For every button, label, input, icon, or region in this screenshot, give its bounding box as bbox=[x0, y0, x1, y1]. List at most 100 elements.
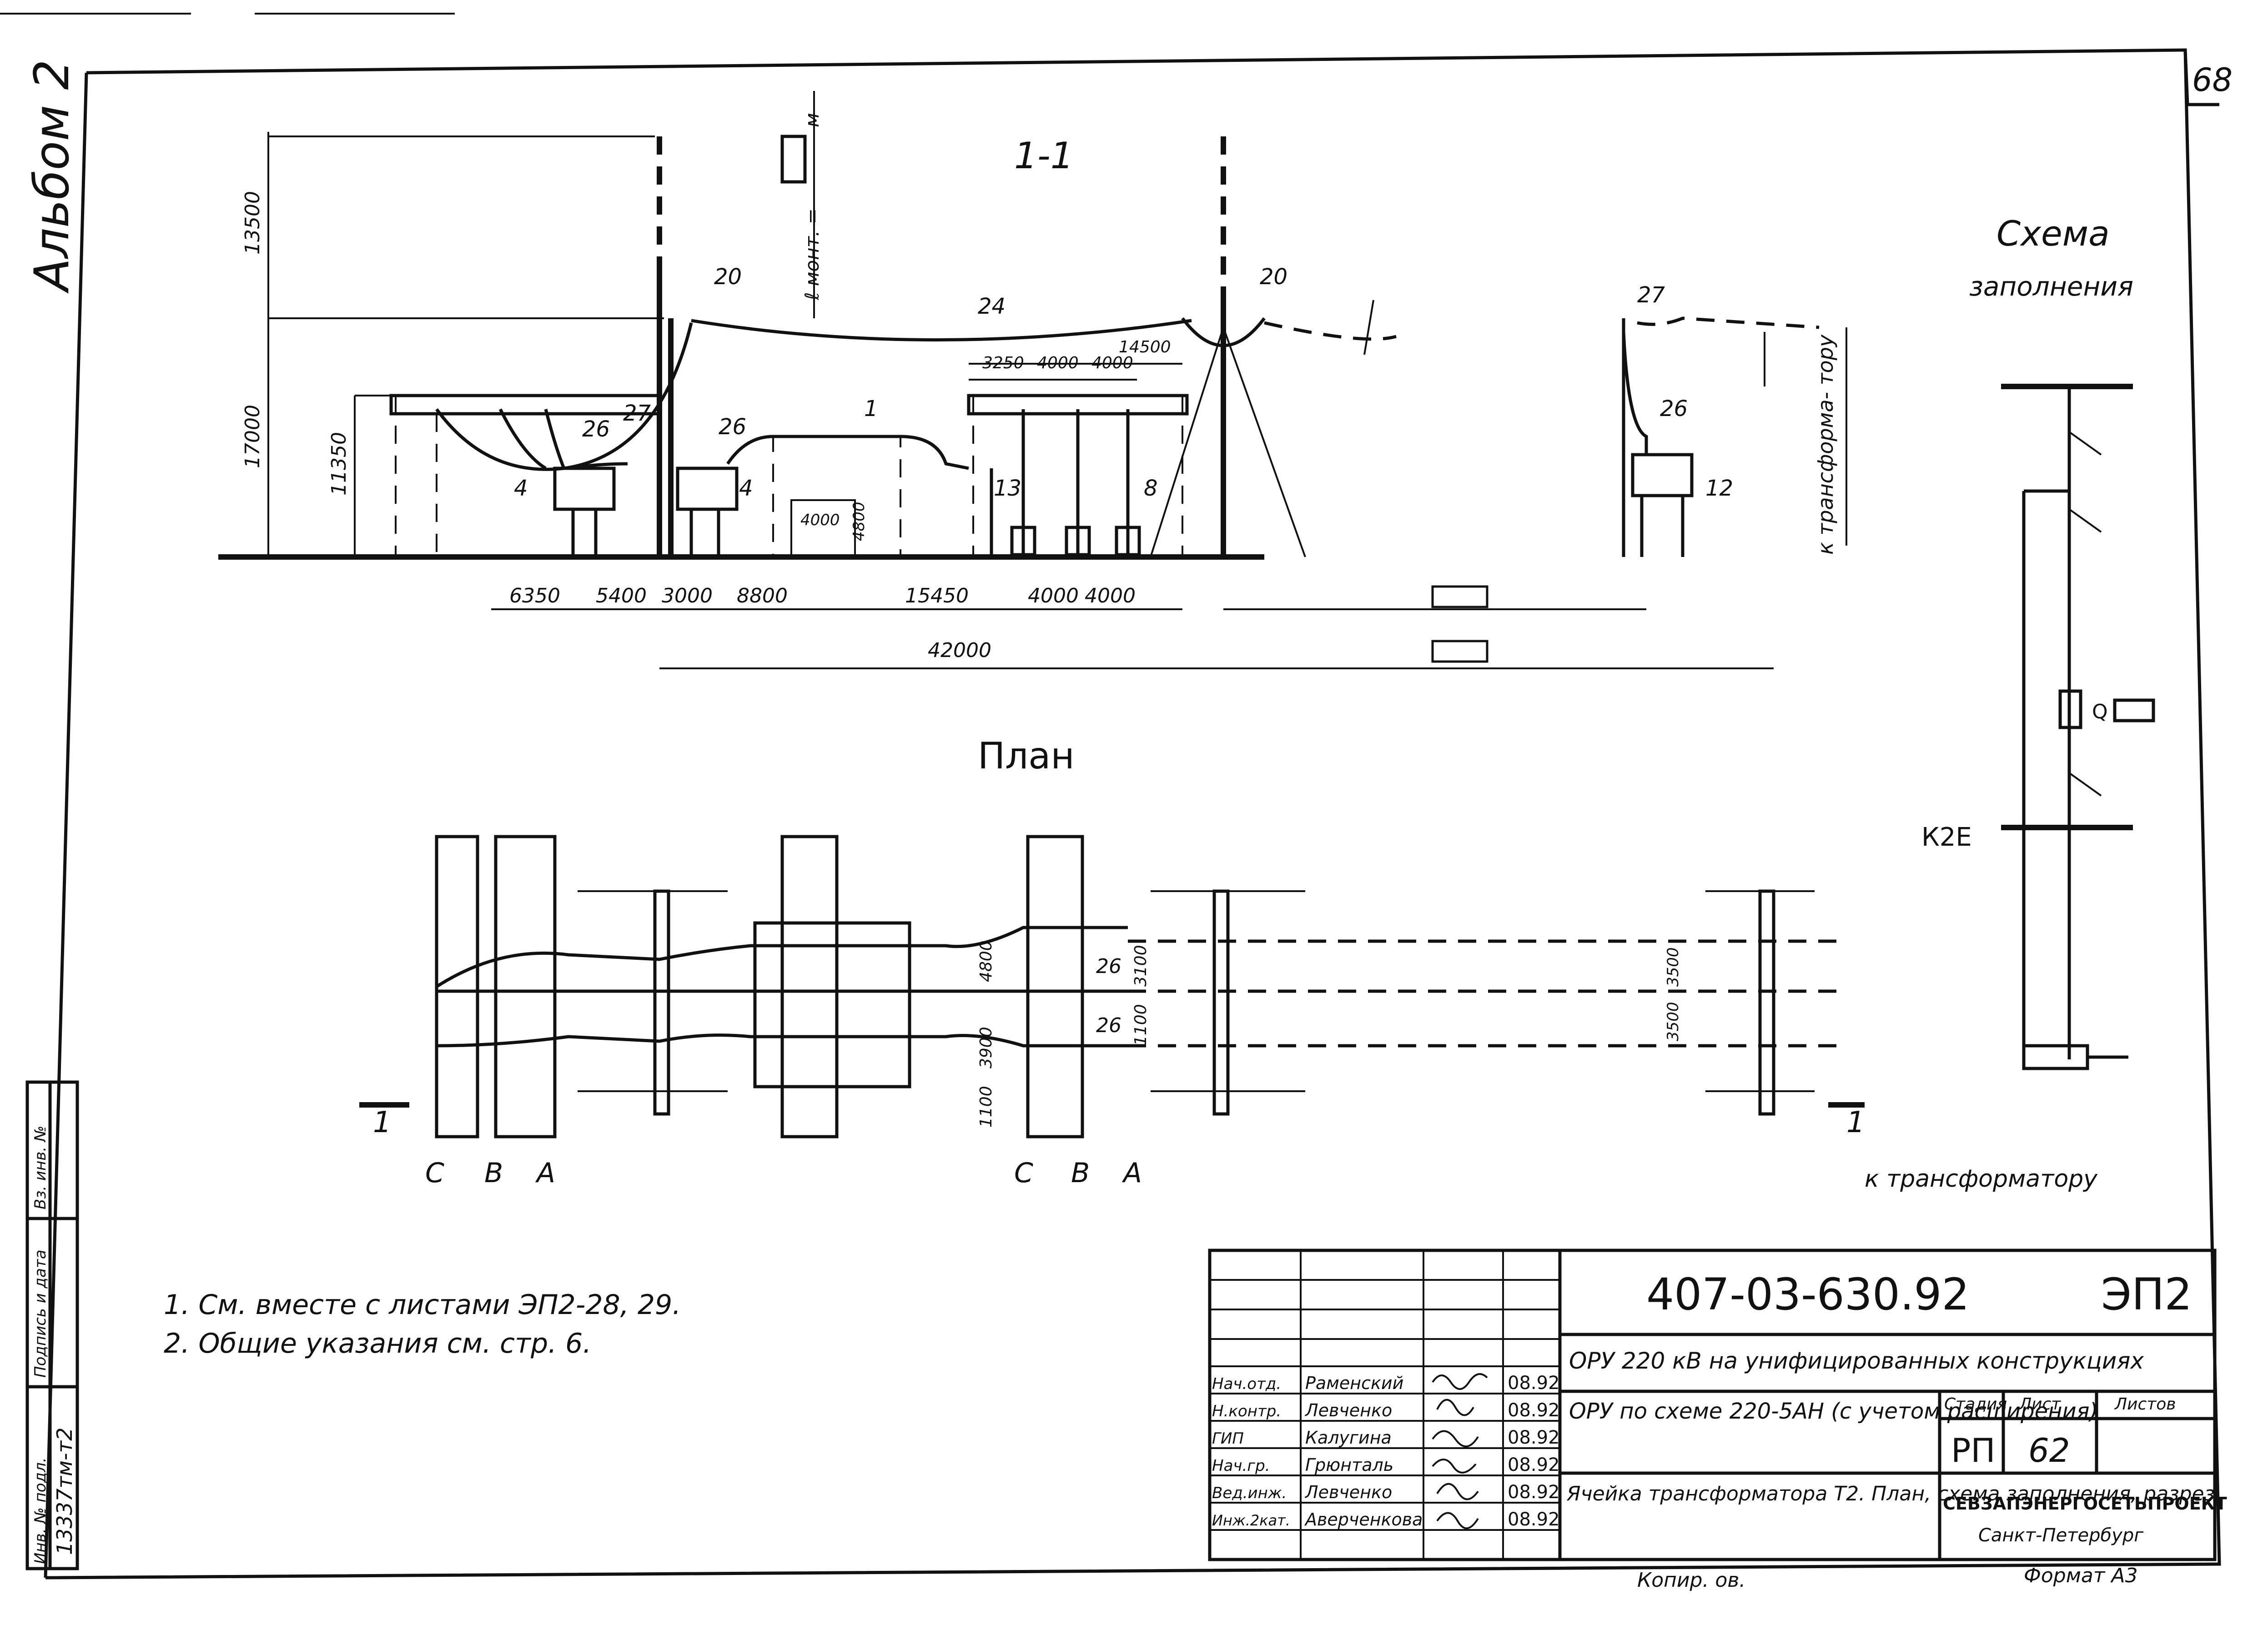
album-label: Альбом 2 bbox=[24, 60, 80, 294]
plan-callout-26-a: 26 bbox=[1096, 955, 1121, 978]
callout-20-right: 20 bbox=[1260, 264, 1287, 290]
callout-26-mid: 26 bbox=[719, 414, 746, 440]
staff-role-2: ГИП bbox=[1212, 1429, 1244, 1448]
callout-26-right: 26 bbox=[1660, 396, 1688, 421]
left-strip bbox=[25, 1080, 79, 1570]
callout-12: 12 bbox=[1705, 476, 1733, 501]
dim-13500: 13500 bbox=[241, 191, 264, 255]
note-1: 1. См. вместе с листами ЭП2-28, 29. bbox=[164, 1289, 681, 1321]
to-transformer-vertical: к трансформа- тору bbox=[1813, 334, 1838, 555]
cut-marker-left: 1 bbox=[373, 1106, 392, 1139]
callout-8: 8 bbox=[1144, 476, 1158, 501]
callout-4-left: 4 bbox=[514, 476, 528, 501]
project-name: ОРУ 220 кВ на унифицированных конструкци… bbox=[1569, 1348, 2144, 1374]
sheet-value: 62 bbox=[2028, 1431, 2070, 1469]
org-city: Санкт-Петербург bbox=[1978, 1525, 2144, 1546]
callout-13: 13 bbox=[994, 476, 1021, 501]
plan-dim-3500-b: 3500 bbox=[1664, 1002, 1682, 1041]
stage-value: РП bbox=[1951, 1431, 1996, 1469]
bottom-dim-8800: 8800 bbox=[737, 584, 788, 607]
bottom-dim-6350: 6350 bbox=[509, 584, 560, 607]
left-strip-inv-value: 13337тм-т2 bbox=[52, 1428, 77, 1555]
left-strip-sign: Подпись и дата bbox=[31, 1249, 50, 1378]
staff-name-2: Калугина bbox=[1305, 1428, 1392, 1448]
section-title: 1-1 bbox=[1014, 135, 1074, 177]
bottom-dim-15450: 15450 bbox=[905, 584, 969, 607]
span-dim-4000-a: 4000 bbox=[1037, 354, 1079, 372]
doc-mark: ЭП2 bbox=[2101, 1269, 2192, 1320]
sheets-header: Листов bbox=[2114, 1395, 2176, 1414]
bottom-dim-5400: 5400 bbox=[596, 584, 647, 607]
plan-dim-1100-right: 1100 bbox=[1131, 1004, 1150, 1046]
scheme-bus-label: К2Е bbox=[1921, 823, 1972, 852]
callout-4-mid: 4 bbox=[739, 476, 753, 501]
section-dimension-lines bbox=[491, 363, 1774, 669]
scheme-breaker-label: Q bbox=[2092, 700, 2108, 723]
staff-role-3: Нач.гр. bbox=[1212, 1457, 1270, 1475]
phase-mid-B: В bbox=[1071, 1157, 1090, 1189]
callout-24: 24 bbox=[978, 294, 1006, 319]
bottom-dim-4000-b: 4000 bbox=[1085, 584, 1136, 607]
sheet-header: Лист bbox=[2018, 1395, 2061, 1414]
staff-name-1: Левченко bbox=[1304, 1400, 1392, 1420]
plan-dim-1100-left: 1100 bbox=[977, 1086, 996, 1128]
sheet-number: 68 bbox=[2192, 61, 2233, 99]
inner-dim-4800: 4800 bbox=[850, 502, 868, 541]
dim-17000: 17000 bbox=[241, 405, 264, 468]
callout-27-right: 27 bbox=[1637, 282, 1665, 308]
plan-title: План bbox=[978, 735, 1075, 777]
phase-left-C: С bbox=[425, 1157, 444, 1189]
plan-dim-3100: 3100 bbox=[1131, 945, 1150, 987]
plan-view bbox=[359, 835, 1865, 1138]
inner-dim-4000: 4000 bbox=[800, 511, 840, 529]
staff-date-2: 08.92 bbox=[1508, 1427, 1560, 1448]
sheet-frame bbox=[0, 13, 2221, 1580]
plan-dim-3900: 3900 bbox=[977, 1027, 996, 1068]
footer-format: Формат А3 bbox=[2024, 1564, 2138, 1587]
staff-date-5: 08.92 bbox=[1508, 1509, 1560, 1530]
staff-date-4: 08.92 bbox=[1508, 1482, 1560, 1503]
sheet-desc: Ячейка трансформатора Т2. План, схема за… bbox=[1566, 1482, 2215, 1505]
phase-left-A: А bbox=[535, 1157, 555, 1189]
staff-name-4: Левченко bbox=[1304, 1482, 1392, 1502]
staff-name-5: Аверченкова bbox=[1304, 1510, 1423, 1530]
dim-11350: 11350 bbox=[327, 432, 351, 496]
title-block bbox=[1208, 1249, 2217, 1561]
org-name: СЕВЗАПЭНЕРГОСЕТЬПРОЕКТ bbox=[1943, 1494, 2227, 1514]
staff-name-0: Раменский bbox=[1305, 1373, 1403, 1393]
left-strip-inv-dup: Вз. инв. № bbox=[31, 1126, 50, 1209]
staff-date-0: 08.92 bbox=[1508, 1373, 1560, 1394]
staff-role-1: Н.контр. bbox=[1212, 1402, 1281, 1420]
bottom-dim-4000-a: 4000 bbox=[1028, 584, 1079, 607]
footer-copied: Копир. ов. bbox=[1637, 1569, 1745, 1592]
callout-27-left: 27 bbox=[623, 401, 651, 426]
plan-dim-4800: 4800 bbox=[977, 940, 996, 982]
mount-label: ℓ монт. = bbox=[801, 208, 823, 301]
plan-dim-3500-a: 3500 bbox=[1664, 947, 1682, 987]
staff-role-0: Нач.отд. bbox=[1212, 1375, 1281, 1393]
phase-mid-A: А bbox=[1121, 1157, 1142, 1189]
doc-code: 407-03-630.92 bbox=[1646, 1269, 1970, 1320]
callout-26-left: 26 bbox=[582, 416, 610, 442]
span-dim-14500: 14500 bbox=[1119, 338, 1171, 356]
span-dim-3250: 3250 bbox=[982, 354, 1024, 372]
section-1-1 bbox=[218, 91, 1847, 560]
phase-left-B: В bbox=[484, 1157, 503, 1189]
mount-unit: м bbox=[801, 113, 823, 127]
callout-20-left: 20 bbox=[714, 264, 742, 290]
stage-header: Стадия bbox=[1944, 1395, 2007, 1414]
note-2: 2. Общие указания см. стр. 6. bbox=[164, 1328, 591, 1359]
cut-marker-right: 1 bbox=[1846, 1106, 1865, 1139]
signatures bbox=[1432, 1373, 1488, 1530]
left-strip-inv: Инв. № подл. bbox=[31, 1457, 50, 1564]
plan-callout-26-b: 26 bbox=[1096, 1014, 1121, 1037]
bottom-dim-3000: 3000 bbox=[662, 584, 713, 607]
staff-role-4: Вед.инж. bbox=[1212, 1484, 1287, 1502]
staff-date-1: 08.92 bbox=[1508, 1400, 1560, 1421]
fill-scheme bbox=[2001, 384, 2155, 1070]
scheme-title-2: заполнения bbox=[1969, 271, 2133, 302]
plan-to-transformer: к трансформатору bbox=[1865, 1165, 2098, 1193]
callout-1: 1 bbox=[864, 396, 878, 421]
scheme-title-1: Схема bbox=[1996, 213, 2110, 254]
